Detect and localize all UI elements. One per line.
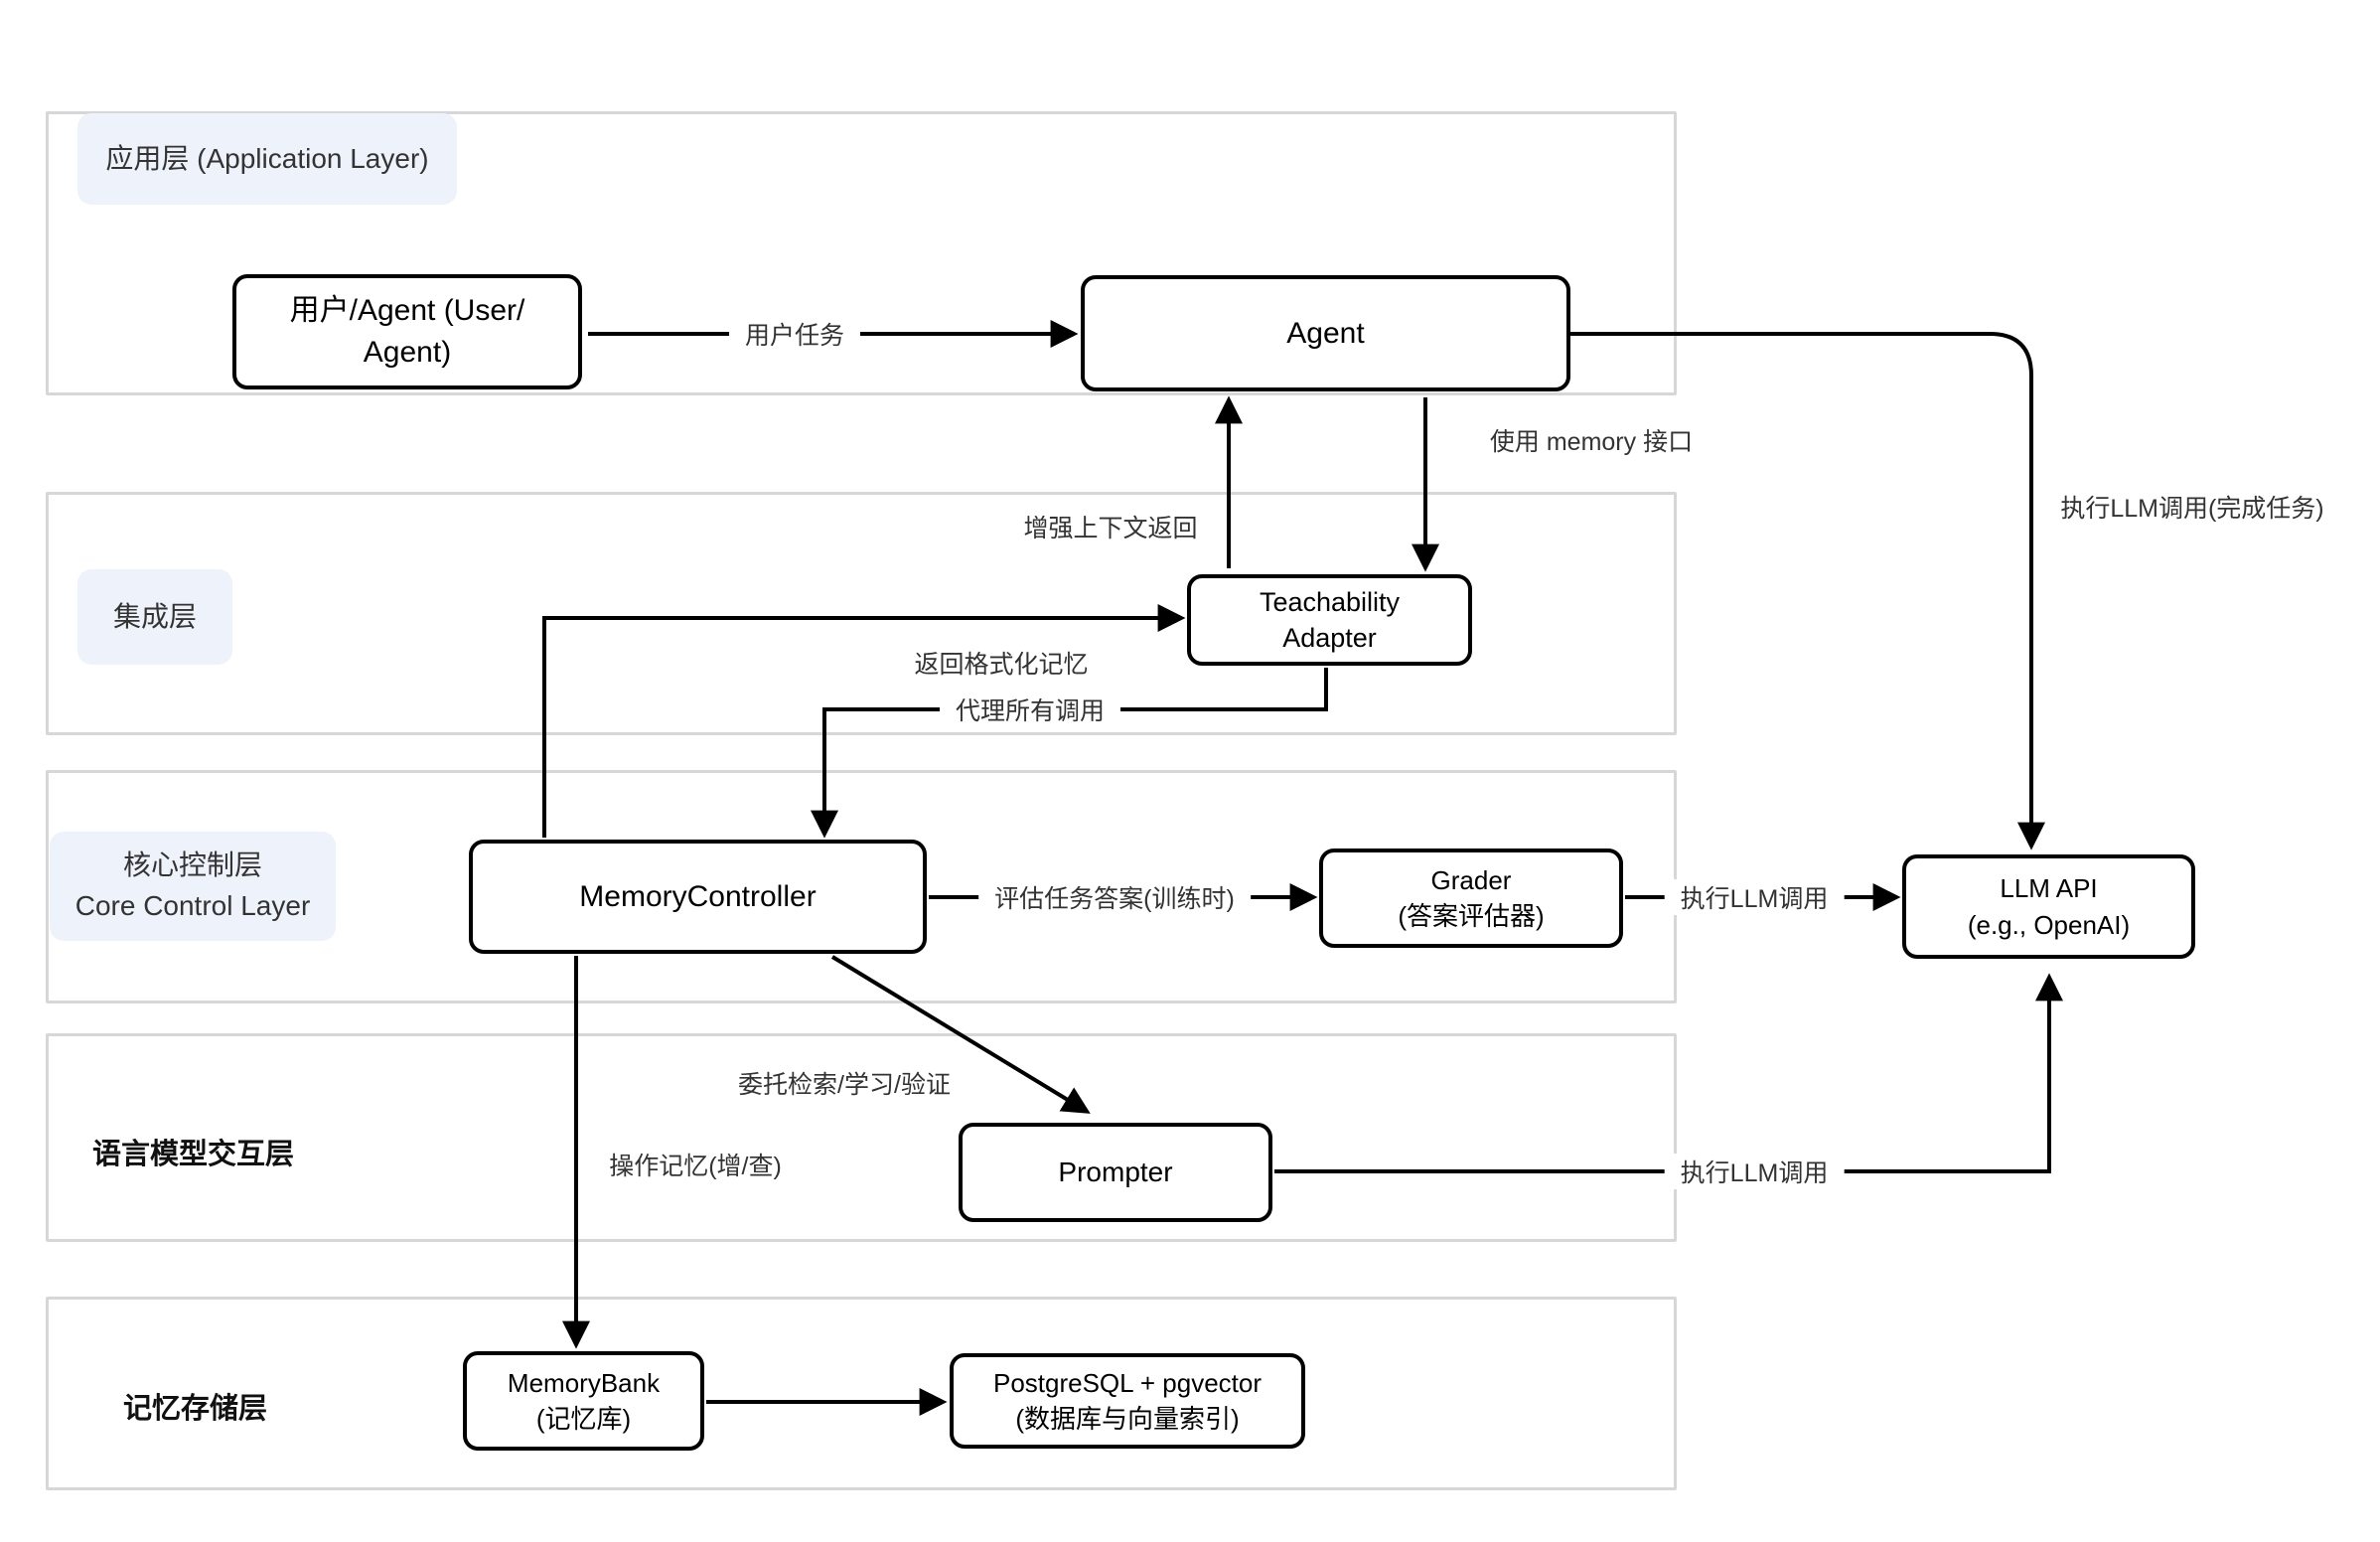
node-postgres-pgvector: PostgreSQL + pgvector (数据库与向量索引)	[950, 1353, 1305, 1449]
node-memory-bank-label-line2: (记忆库)	[535, 1404, 632, 1434]
edge-memorycontroller-to-prompter	[830, 955, 1091, 1114]
node-agent-label: Agent	[1286, 316, 1365, 350]
edge-label-augmented-context-return: 增强上下文返回	[1023, 515, 1198, 542]
node-memory-bank: MemoryBank (记忆库)	[463, 1351, 704, 1451]
node-grader-label-line1: Grader	[1430, 864, 1512, 895]
node-llm-api-label-line2: (e.g., OpenAI)	[1967, 909, 2131, 940]
node-teachability-label-line2: Adapter	[1282, 623, 1377, 653]
layer-chip-application: 应用层 (Application Layer)	[77, 113, 457, 205]
layer-label-integration: 集成层	[112, 600, 197, 632]
edge-label-llm-call-from-prompter: 执行LLM调用	[1664, 1154, 1845, 1189]
node-user-agent: 用户/Agent (User/ Agent)	[232, 274, 582, 389]
node-grader: Grader (答案评估器)	[1319, 848, 1623, 948]
edge-label-llm-call-complete-task: 执行LLM调用(完成任务)	[2060, 495, 2324, 523]
node-user-agent-label-line1: 用户/Agent (User/	[289, 294, 525, 327]
edge-label-llm-call-from-grader: 执行LLM调用	[1664, 879, 1845, 915]
layer-label-memory-storage: 记忆存储层	[123, 1393, 268, 1425]
layer-chip-core-control: 核心控制层 Core Control Layer	[50, 832, 336, 941]
layer-label-core-control-en: Core Control Layer	[74, 890, 311, 921]
node-memory-controller-label: MemoryController	[579, 879, 817, 913]
node-prompter-label: Prompter	[1058, 1156, 1173, 1188]
node-memory-bank-label-line1: MemoryBank	[507, 1367, 661, 1398]
layer-label-core-control-zh: 核心控制层	[122, 849, 262, 881]
band-memory-storage-layer	[46, 1297, 1677, 1490]
node-memory-controller: MemoryController	[469, 840, 927, 954]
layer-label-llm-interaction: 语言模型交互层	[92, 1139, 295, 1170]
layer-chip-integration: 集成层	[77, 569, 232, 665]
edge-prompter-to-llm-api	[1274, 973, 2063, 1173]
edge-label-user-task: 用户任务	[728, 316, 861, 352]
edge-label-use-memory-api: 使用 memory 接口	[1489, 428, 1694, 456]
layer-label-application: 应用层 (Application Layer)	[105, 142, 429, 174]
node-llm-api: LLM API (e.g., OpenAI)	[1902, 854, 2195, 959]
edge-agent-to-llm-api	[1570, 332, 2045, 850]
node-postgres-label-line1: PostgreSQL + pgvector	[992, 1367, 1263, 1398]
node-agent: Agent	[1081, 275, 1570, 391]
edge-label-proxy-all-calls: 代理所有调用	[939, 692, 1121, 727]
node-user-agent-label-line2: Agent)	[363, 336, 452, 369]
node-teachability-adapter: Teachability Adapter	[1187, 574, 1472, 666]
edge-label-memory-ops-add-query: 操作记忆(增/查)	[609, 1153, 782, 1180]
node-postgres-label-line2: (数据库与向量索引)	[1015, 1404, 1240, 1434]
node-teachability-label-line1: Teachability	[1259, 586, 1401, 617]
node-llm-api-label-line1: LLM API	[2000, 873, 2098, 904]
edge-label-evaluate-task-answers: 评估任务答案(训练时)	[978, 879, 1251, 915]
band-llm-interaction-layer	[46, 1033, 1677, 1242]
edge-label-return-formatted-memory: 返回格式化记忆	[914, 651, 1089, 679]
edge-label-delegate-retrieve-learn-verify: 委托检索/学习/验证	[738, 1071, 951, 1099]
edge-memorycontroller-to-teachability	[542, 604, 1186, 838]
node-prompter: Prompter	[959, 1123, 1272, 1222]
node-grader-label-line2: (答案评估器)	[1398, 901, 1545, 931]
